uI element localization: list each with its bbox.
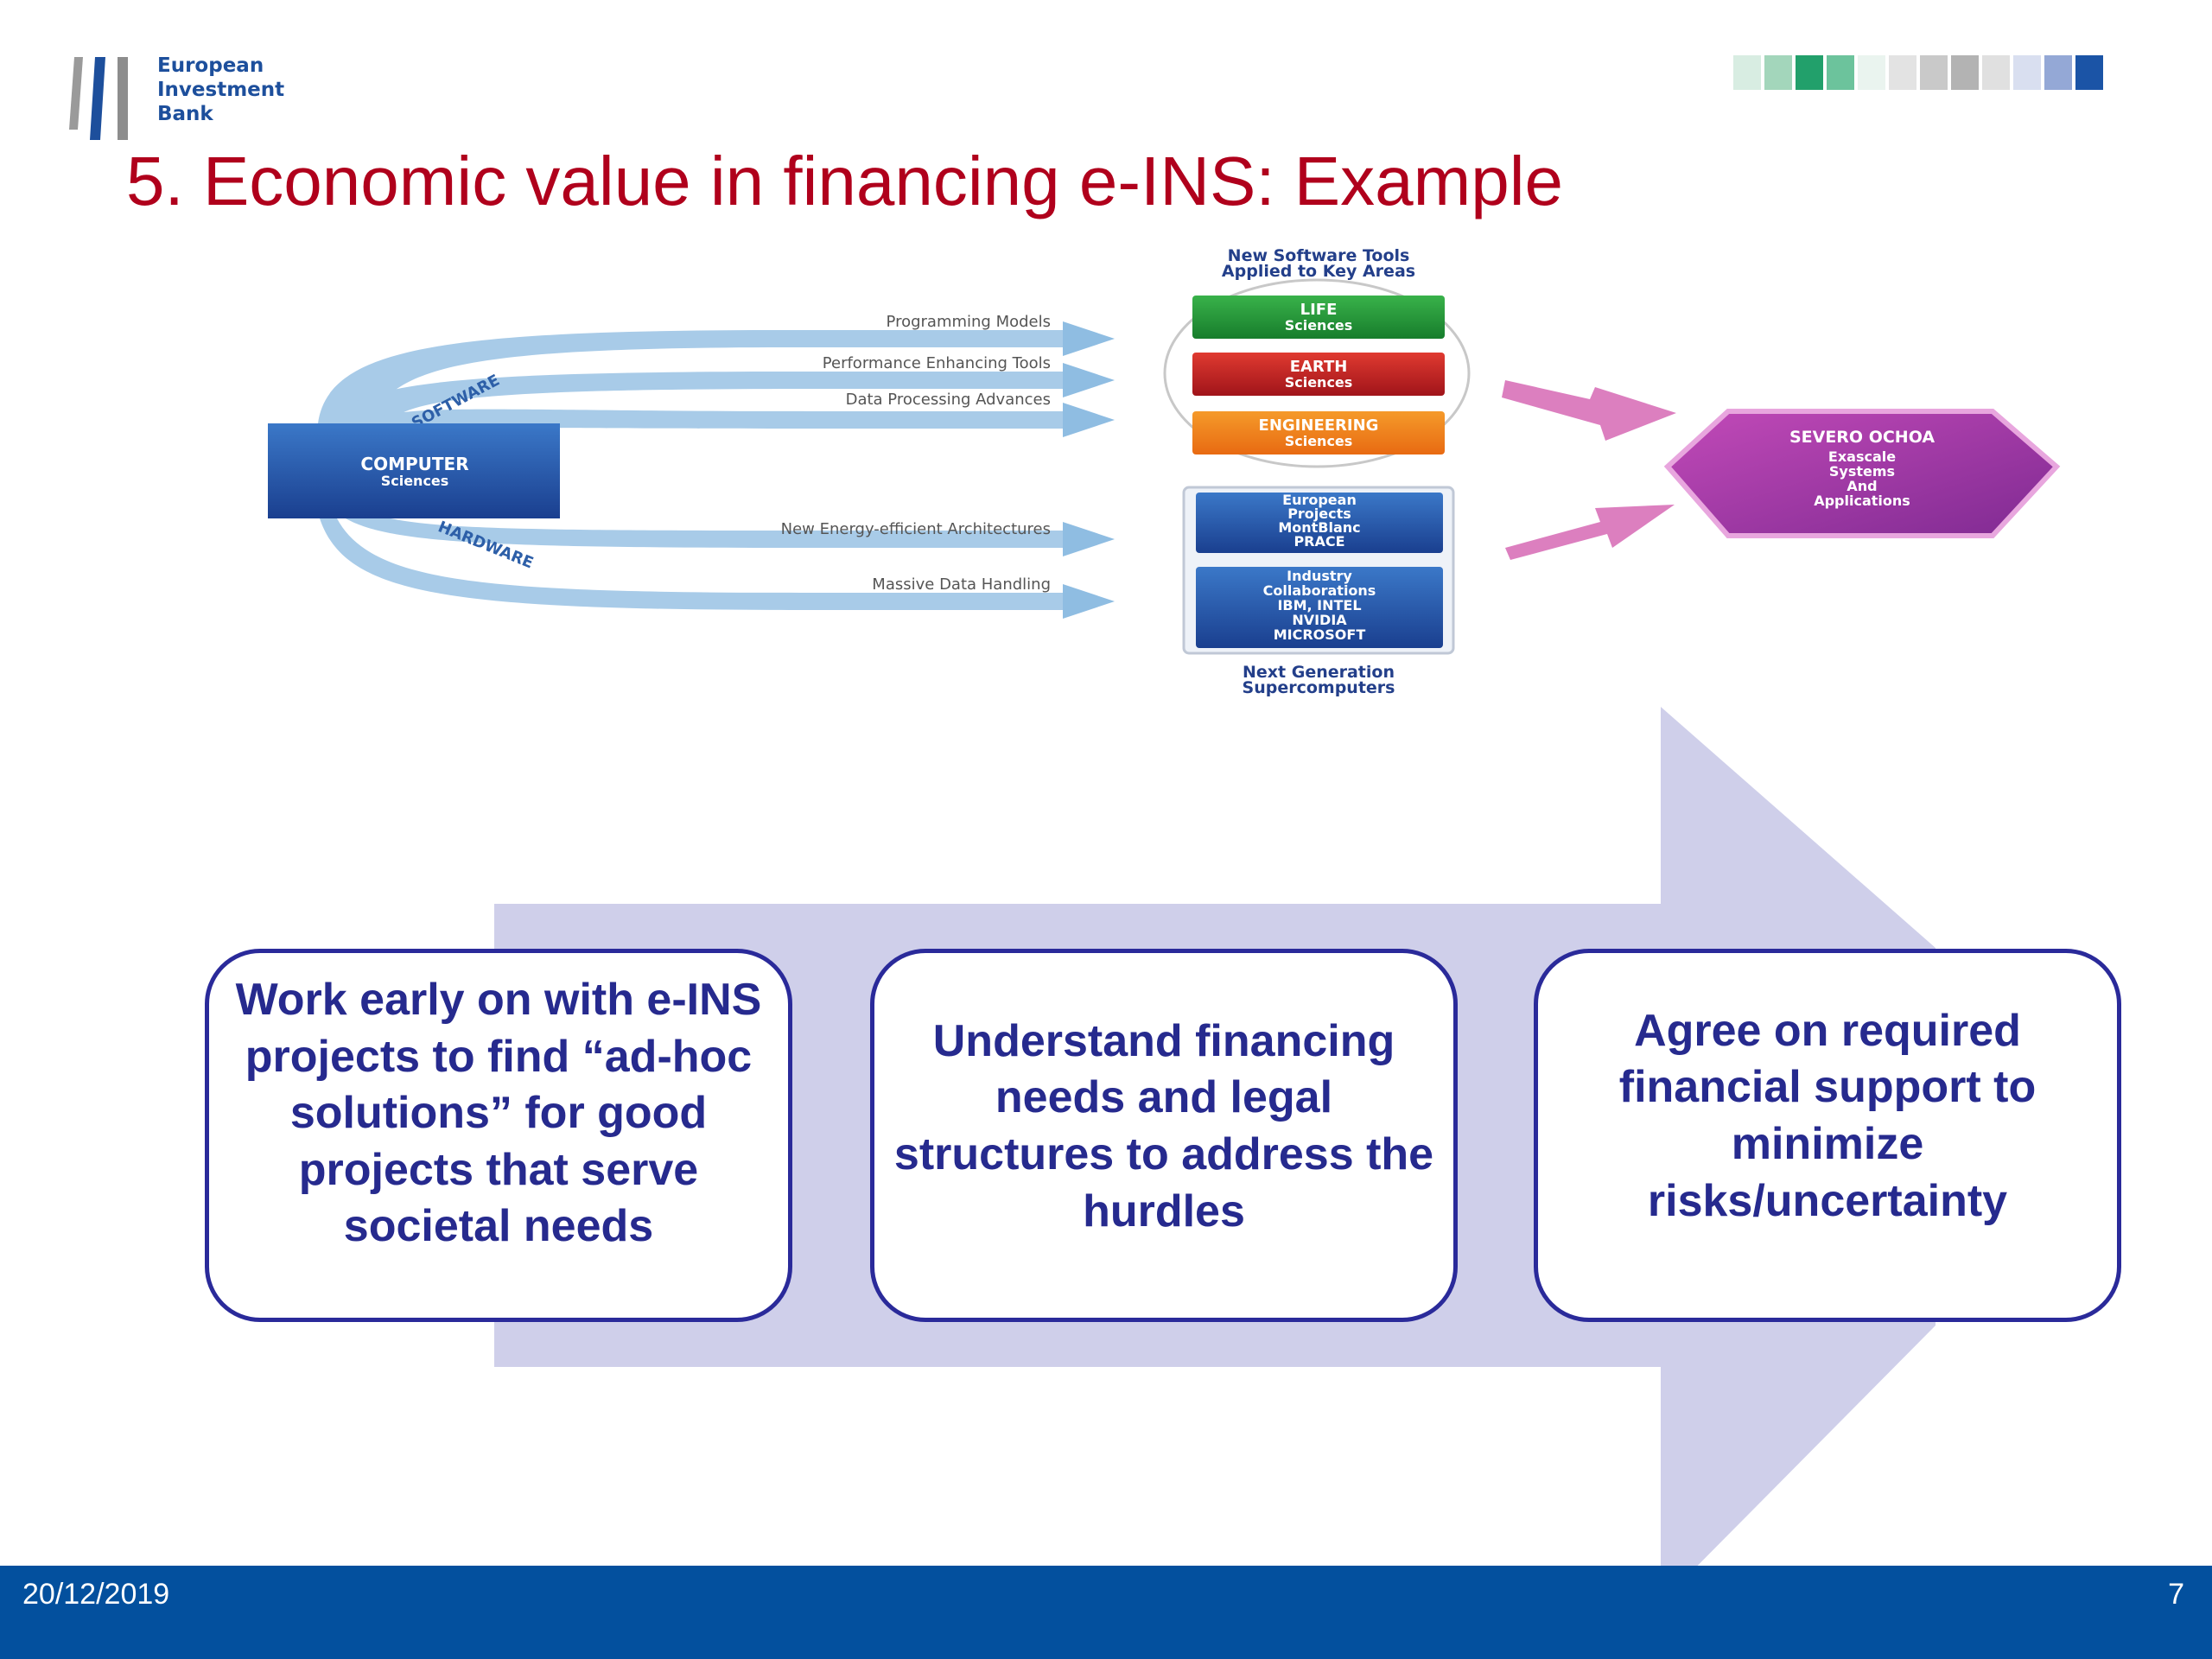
palette-square bbox=[2075, 55, 2103, 90]
earth-sciences-box bbox=[1192, 353, 1445, 396]
severo-line: SEVERO OCHOA bbox=[1789, 428, 1935, 447]
european-box-line: MontBlanc bbox=[1278, 519, 1360, 536]
step-text-1: Work early on with e-INS projects to fin… bbox=[235, 975, 762, 1252]
step-text-2: Understand financing needs and legal str… bbox=[893, 1015, 1434, 1236]
pink-arrows bbox=[1502, 380, 1676, 560]
engineering-box-line: Sciences bbox=[1285, 433, 1353, 449]
severo-line: Applications bbox=[1814, 493, 1910, 509]
supercomputers-label-line: Next Generation bbox=[1243, 663, 1395, 682]
supercomputing-diagram: Programming Models Performance Enhancing… bbox=[268, 246, 2061, 697]
flow-label-data-handling: Massive Data Handling bbox=[872, 575, 1051, 594]
severo-line: Systems bbox=[1829, 463, 1895, 480]
eib-logo-mark bbox=[69, 57, 128, 140]
severo-ochoa-hexagon bbox=[1663, 409, 2061, 538]
industry-box-line: Collaborations bbox=[1263, 582, 1376, 599]
european-box-line: European bbox=[1282, 492, 1357, 508]
tools-header-line: New Software Tools bbox=[1228, 246, 1410, 265]
industry-box-line: IBM, INTEL bbox=[1277, 597, 1361, 613]
industry-box-line: MICROSOFT bbox=[1274, 626, 1366, 643]
step-text-3: Agree on required financial support to m… bbox=[1618, 1005, 2037, 1226]
palette-square bbox=[2013, 55, 2041, 90]
slide-title: 5. Economic value in financing e-INS: Ex… bbox=[126, 143, 1564, 219]
hardware-flow bbox=[320, 510, 1071, 610]
hardware-arrowheads bbox=[1063, 522, 1115, 619]
european-box-line: Projects bbox=[1287, 505, 1351, 522]
flow-label-data-processing: Data Processing Advances bbox=[846, 391, 1051, 409]
palette-square bbox=[1920, 55, 1948, 90]
supercomputers-label-line: Supercomputers bbox=[1243, 678, 1395, 697]
footer-bar bbox=[0, 1566, 2212, 1659]
life-sciences-box bbox=[1192, 296, 1445, 339]
life-box-line: LIFE bbox=[1300, 301, 1338, 319]
palette-square bbox=[1827, 55, 1854, 90]
palette-square bbox=[1733, 55, 1761, 90]
logo-line: Investment bbox=[157, 79, 285, 102]
step-card-2: Understand financing needs and legal str… bbox=[870, 949, 1458, 1322]
palette-square bbox=[1951, 55, 1979, 90]
software-arrowheads bbox=[1063, 321, 1115, 437]
earth-box-line: Sciences bbox=[1285, 374, 1353, 391]
life-box-line: Sciences bbox=[1285, 317, 1353, 334]
flow-label-programming-models: Programming Models bbox=[887, 313, 1051, 331]
footer-date: 20/12/2019 bbox=[22, 1578, 170, 1611]
tools-header-line: Applied to Key Areas bbox=[1222, 262, 1415, 281]
palette-square bbox=[1889, 55, 1916, 90]
severo-line: Exascale bbox=[1828, 448, 1896, 465]
computer-box-line: Sciences bbox=[381, 473, 449, 489]
industry-box-line: Industry bbox=[1287, 568, 1352, 584]
palette-square bbox=[2044, 55, 2072, 90]
palette-square bbox=[1858, 55, 1885, 90]
industry-box-line: NVIDIA bbox=[1292, 612, 1347, 628]
palette-square bbox=[1982, 55, 2010, 90]
step-card-3: Agree on required financial support to m… bbox=[1534, 949, 2121, 1322]
flow-label-energy-efficient: New Energy-efficient Architectures bbox=[781, 520, 1051, 538]
european-box-line: PRACE bbox=[1294, 533, 1344, 550]
page-number: 7 bbox=[2168, 1578, 2184, 1611]
engineering-sciences-box bbox=[1192, 411, 1445, 454]
european-projects-box bbox=[1196, 493, 1443, 553]
earth-box-line: EARTH bbox=[1290, 358, 1348, 376]
color-palette-strip bbox=[1733, 55, 2103, 90]
palette-square bbox=[1764, 55, 1792, 90]
severo-line: And bbox=[1847, 478, 1877, 494]
flow-label-performance-tools: Performance Enhancing Tools bbox=[823, 354, 1051, 372]
sciences-oval bbox=[1163, 278, 1471, 468]
computer-box-line: COMPUTER bbox=[360, 454, 468, 474]
industry-collaborations-box bbox=[1196, 567, 1443, 648]
computer-sciences-box bbox=[268, 423, 560, 518]
palette-square bbox=[1796, 55, 1823, 90]
logo-line: Bank bbox=[157, 103, 213, 126]
eib-logo-text: European Investment Bank bbox=[157, 54, 347, 126]
hardware-label: HARDWARE bbox=[435, 518, 536, 572]
logo-line: European bbox=[157, 54, 264, 77]
engineering-box-line: ENGINEERING bbox=[1259, 416, 1379, 435]
step-card-1: Work early on with e-INS projects to fin… bbox=[205, 949, 792, 1322]
